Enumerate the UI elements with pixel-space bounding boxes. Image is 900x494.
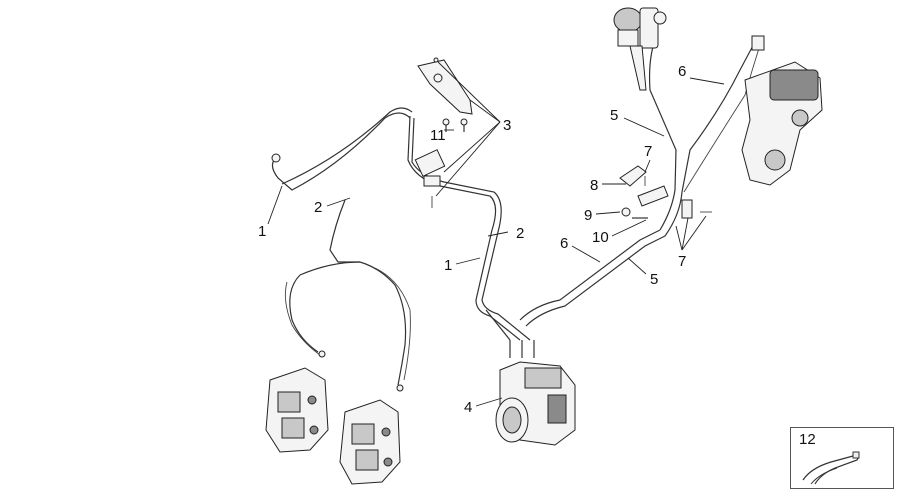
callout-label: 8: [590, 177, 598, 194]
callout-label: 4: [464, 399, 472, 416]
callout-label: 7: [644, 143, 652, 160]
callout-label: 1: [444, 257, 452, 274]
callout-label: 11: [430, 127, 446, 144]
callout-label: 1: [258, 223, 266, 240]
front-caliper-left: [265, 367, 329, 453]
rear-master-cylinder: [613, 7, 667, 91]
callout-label: 3: [503, 117, 511, 134]
callout-label: 2: [314, 199, 322, 216]
front-left-hose-assembly: [271, 107, 413, 392]
inset-part-12-box: 12: [790, 427, 894, 489]
leader-lines: [267, 61, 725, 407]
rear-caliper: [741, 35, 823, 186]
front-caliper-right: [339, 399, 401, 485]
abs-unit: [495, 340, 576, 446]
upper-brake-lines: [407, 115, 531, 341]
callout-label: 5: [650, 271, 658, 288]
callout-label: 7: [678, 253, 686, 270]
hose-clip-icon: [802, 451, 860, 485]
callout-label: 6: [678, 63, 686, 80]
callout-label: 5: [610, 107, 618, 124]
inset-callout-label: 12: [799, 431, 816, 448]
callout-label: 6: [560, 235, 568, 252]
mounting-brackets: [619, 165, 712, 219]
top-bracket: [417, 57, 473, 132]
callout-labels: 1 2 3 11 2 1 6 5 7 8 9 10 6 5 7 4: [258, 63, 686, 416]
callout-label: 10: [592, 229, 609, 246]
rear-brake-lines: [519, 39, 761, 327]
callout-label: 2: [516, 225, 524, 242]
callout-label: 9: [584, 207, 592, 224]
